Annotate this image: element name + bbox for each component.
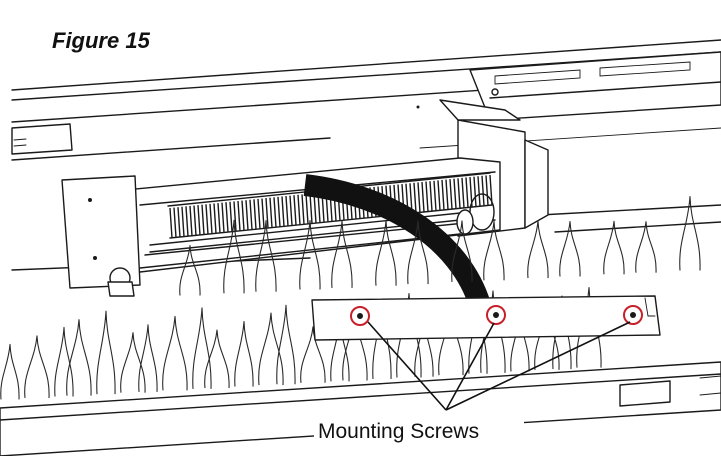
mounting-screw-right: [623, 305, 643, 325]
mounting-bracket: [311, 295, 661, 341]
power-cord: [303, 174, 491, 309]
callout-label-bg: [314, 414, 524, 442]
mounting-screw-left: [350, 306, 370, 326]
top-frame: [11, 39, 721, 161]
callout-leaders: [367, 321, 631, 411]
mounting-screw-center: [486, 305, 506, 325]
figure-title: Figure 15: [52, 28, 151, 53]
front-trim: [0, 361, 721, 456]
mounting-screws-label: Mounting Screws: [318, 420, 479, 443]
